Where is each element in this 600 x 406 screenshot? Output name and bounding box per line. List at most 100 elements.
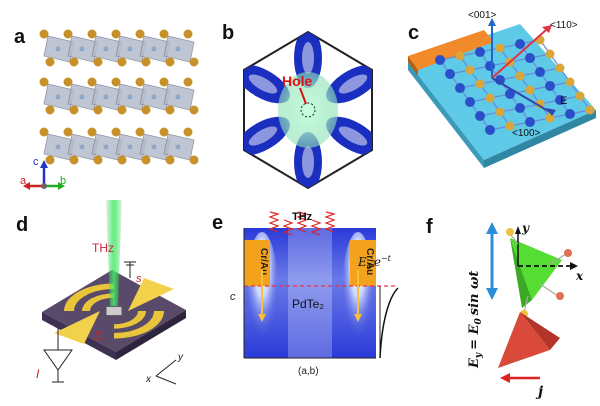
metal-atom (127, 94, 133, 100)
axis-a-label: a (20, 175, 27, 187)
chalcogen-atom (93, 155, 103, 165)
pocket-highlight (338, 126, 368, 146)
panel-label-c: c (408, 22, 420, 44)
brillouin-zone-fermi-surface: Hole (243, 30, 373, 190)
pocket-highlight (302, 146, 314, 178)
chalcogen-atom (183, 29, 193, 39)
thz-beam (106, 200, 122, 306)
metal-atom (175, 94, 181, 100)
right-electrode-label: Cr/Au (364, 248, 375, 275)
dir-100-label: <100> (512, 128, 541, 139)
chalcogen-atom (165, 155, 175, 165)
left-electrode-label: Cr/Au (258, 248, 269, 275)
field-e-label: E (560, 95, 567, 107)
panel-a: a c a b (0, 0, 200, 200)
substrate-side (408, 62, 484, 168)
lattice-atom (465, 65, 475, 75)
lattice-atom (535, 67, 545, 77)
lattice-atom (585, 105, 595, 115)
thz-label: THz (292, 211, 313, 223)
metal-atom (151, 46, 157, 52)
metal-atom (127, 144, 133, 150)
axis-triad: c a b (20, 156, 66, 190)
chalcogen-atom (87, 77, 97, 87)
lattice-atom (475, 111, 485, 121)
lattice-atom (545, 113, 555, 123)
chalcogen-atom (39, 127, 49, 137)
chalcogen-atom (117, 57, 127, 67)
c-axis-label: c (230, 291, 236, 303)
lattice-atom (495, 75, 505, 85)
lattice-atom (505, 121, 515, 131)
chalcogen-atom (189, 57, 199, 67)
thz-detector-device: THz s D I y x (36, 200, 186, 385)
chalcogen-atom (135, 127, 145, 137)
lattice-atom (515, 71, 525, 81)
axis-x-label: x (575, 269, 584, 283)
metal-atom (151, 144, 157, 150)
ab-axis-label: (a,b) (298, 366, 319, 377)
metal-atom (103, 94, 109, 100)
chalcogen-atom (69, 105, 79, 115)
pocket-highlight (248, 126, 278, 146)
atom (506, 228, 514, 236)
lattice-atom (565, 77, 575, 87)
chalcogen-atom (135, 29, 145, 39)
metal-atom (79, 94, 85, 100)
decay-curve (379, 287, 399, 359)
metal-atom (175, 144, 181, 150)
lattice-atom (495, 43, 505, 53)
lattice-atom (505, 89, 515, 99)
panel-label-b: b (222, 22, 235, 44)
hole-label: Hole (282, 73, 313, 89)
current-label: I (36, 367, 40, 381)
chalcogen-atom (93, 105, 103, 115)
lattice-atom (575, 91, 585, 101)
left-electrode (244, 240, 270, 286)
metal-atom (55, 144, 61, 150)
axis-y-label: y (521, 221, 530, 235)
lattice-atom (545, 49, 555, 59)
chalcogen-atom (69, 57, 79, 67)
chalcogen-atom (111, 77, 121, 87)
metal-atom (55, 46, 61, 52)
panel-label-d: d (16, 214, 29, 236)
source-label: s (136, 273, 142, 285)
dir-001-label: <001> (468, 10, 497, 21)
chalcogen-atom (159, 29, 169, 39)
chalcogen-atom (165, 105, 175, 115)
chalcogen-atom (165, 57, 175, 67)
lattice-atom (475, 47, 485, 57)
axis-b-label: b (60, 175, 66, 187)
chalcogen-atom (189, 105, 199, 115)
lattice-atom (485, 125, 495, 135)
chalcogen-atom (45, 57, 55, 67)
lattice-atom (565, 109, 575, 119)
dir-110-label: <110> (550, 20, 578, 31)
thz-label: THz (92, 241, 114, 255)
thz-waves (268, 211, 337, 236)
lattice-atom (545, 81, 555, 91)
chalcogen-atom (117, 105, 127, 115)
axis-x-label: x (145, 374, 152, 385)
chalcogen-atom (135, 77, 145, 87)
chalcogen-atom (111, 29, 121, 39)
chalcogen-atom (63, 29, 73, 39)
thz-wave (282, 219, 294, 236)
lattice-atom (455, 51, 465, 61)
lattice-atom (515, 103, 525, 113)
chalcogen-atom (141, 155, 151, 165)
electron-pockets (244, 32, 372, 188)
metal-atom (175, 46, 181, 52)
chalcogen-atom (159, 77, 169, 87)
lattice-atom (515, 39, 525, 49)
lattice-atom (555, 95, 565, 105)
right-electrode (350, 240, 376, 286)
drain-label: D (94, 329, 103, 343)
chalcogen-atom (141, 57, 151, 67)
metal-atom (79, 144, 85, 150)
lattice-atom (535, 99, 545, 109)
lattice-atom (465, 97, 475, 107)
